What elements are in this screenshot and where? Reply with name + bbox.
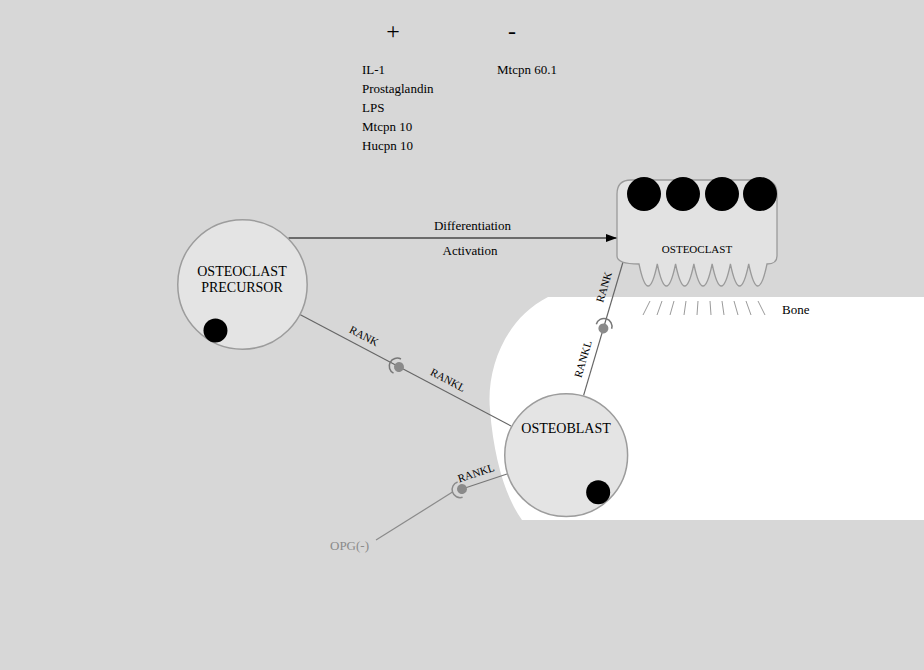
bone-tissue	[489, 297, 924, 520]
differentiation-arrow	[289, 237, 617, 238]
stimulator-item: LPS	[362, 101, 384, 116]
tissue-label: Bone	[782, 303, 809, 318]
text-block: OSTEOBLAST	[521, 421, 610, 437]
hatch-line	[643, 301, 650, 315]
rank-rankl-link	[300, 315, 511, 426]
hatch-line	[722, 301, 724, 315]
text-block: OSTEOCLAST PRECURSOR	[186, 264, 298, 296]
cell-nucleus	[743, 177, 777, 211]
ligand-label: RANKL	[571, 339, 594, 379]
hatch-line	[684, 301, 686, 315]
hatch-line	[670, 301, 674, 315]
stimulator-item: IL-1	[362, 63, 385, 78]
receptor-label: RANK	[593, 270, 614, 303]
ligand-label: RANKL	[428, 366, 467, 395]
ligand-dot	[392, 360, 406, 374]
hatch-line	[734, 301, 738, 315]
resorption-hatching	[643, 301, 765, 315]
stimulator-item: Prostaglandin	[362, 82, 434, 97]
ligand-label: RANKL	[456, 461, 496, 485]
stimulator-item: Mtcpn 10	[362, 120, 412, 135]
hatch-line	[657, 301, 662, 315]
process-label: Differentiation	[434, 219, 511, 234]
osteoclast-cell: OSTEOCLAST	[617, 172, 777, 290]
cell-nucleus	[666, 177, 700, 211]
text-block: OSTEOCLAST	[662, 243, 732, 256]
cell-nucleus	[586, 480, 610, 504]
receptor-label: RANK	[347, 323, 380, 349]
cell-membrane	[505, 394, 628, 517]
stimulator-sign: +	[386, 18, 400, 46]
rank-rankl-binding	[386, 355, 407, 376]
process-label: Activation	[443, 244, 498, 259]
cell-membrane	[177, 219, 306, 348]
hatch-line	[758, 301, 765, 315]
cell-name: OSTEOBLAST	[521, 421, 610, 437]
cell-nucleus	[705, 177, 739, 211]
inhibitor-item: Mtcpn 60.1	[497, 63, 557, 78]
cell-nucleus	[203, 318, 227, 342]
inhibitor-sign: -	[508, 18, 516, 46]
rank-rankl-binding	[594, 317, 614, 336]
cell-name: OSTEOCLAST	[662, 243, 732, 256]
inhibitor-label: OPG(-)	[330, 539, 369, 554]
precursor-cell: OSTEOCLAST PRECURSOR	[177, 219, 308, 350]
ligand-dot	[597, 322, 609, 334]
cell-name: OSTEOCLAST PRECURSOR	[186, 264, 298, 296]
osteoblast-cell: OSTEOBLAST	[504, 393, 628, 517]
hatch-line	[710, 301, 711, 315]
rank-rankl-link	[584, 262, 623, 395]
stimulator-item: Hucpn 10	[362, 139, 413, 154]
opg-line	[376, 492, 453, 540]
hatch-line	[746, 301, 751, 315]
cell-outline	[504, 393, 628, 517]
ligand-dot	[456, 483, 469, 496]
cell-outline	[617, 172, 777, 290]
cell-nucleus	[627, 177, 661, 211]
hatch-line	[697, 301, 698, 315]
